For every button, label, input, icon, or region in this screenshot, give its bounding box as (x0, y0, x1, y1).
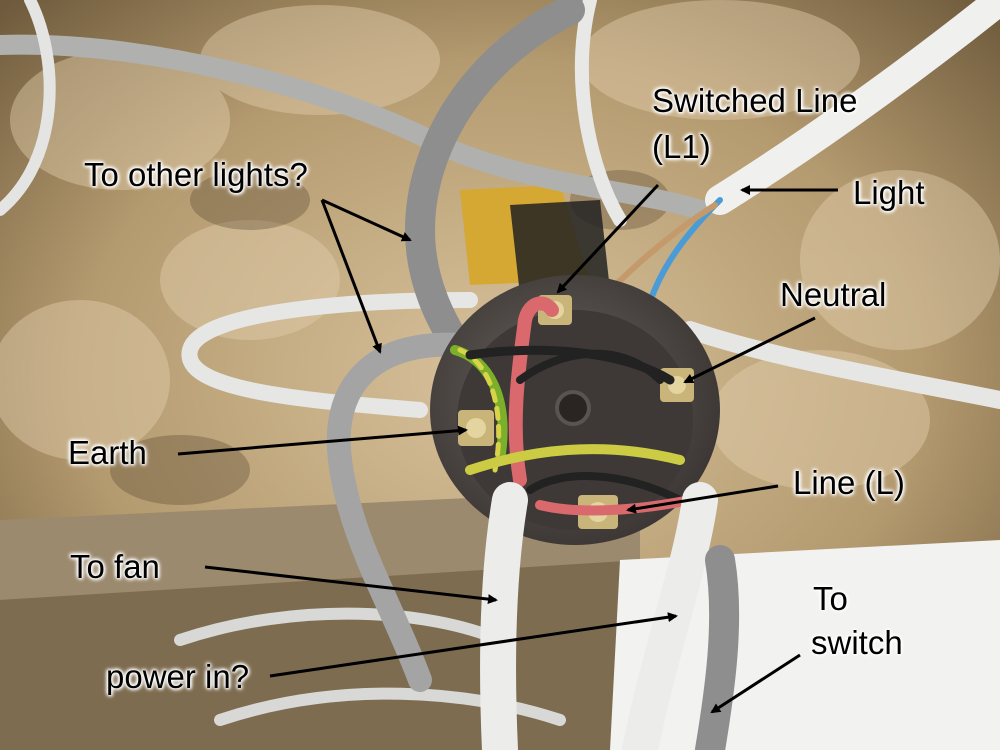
cable-switch (695, 545, 740, 750)
label-switched-line: Switched Line (652, 82, 858, 119)
label-switch-word: switch (811, 624, 903, 661)
arrow-power-in (269, 612, 678, 678)
label-line: Line (L) (793, 464, 905, 501)
cable-other-lights (404, 0, 585, 365)
label-light: Light (853, 174, 925, 211)
arrow-switched-line (556, 183, 660, 294)
label-earth: Earth (68, 434, 147, 471)
label-other-lights: To other lights? (84, 156, 308, 193)
arrow-line (626, 484, 779, 514)
cable-other-lights-2 (326, 332, 472, 692)
internal-wires (450, 296, 695, 516)
label-switch-to: To (813, 580, 848, 617)
insulation-texture (0, 0, 1000, 490)
annotation-arrows (177, 183, 838, 714)
label-fan: To fan (70, 548, 160, 585)
label-neutral: Neutral (780, 276, 887, 313)
arrow-fan (204, 565, 498, 605)
label-switched-line-code: (L1) (652, 128, 711, 165)
arrow-switch (710, 653, 801, 714)
cable-light (705, 0, 1000, 215)
background-cables (0, 0, 1000, 726)
label-power-in: power in? (106, 658, 250, 695)
arrow-neutral (683, 316, 816, 384)
cable-fan (480, 482, 528, 750)
arrow-earth (177, 425, 468, 456)
arrow-other-lights-1 (321, 198, 412, 242)
arrow-other-lights-2 (320, 199, 382, 354)
